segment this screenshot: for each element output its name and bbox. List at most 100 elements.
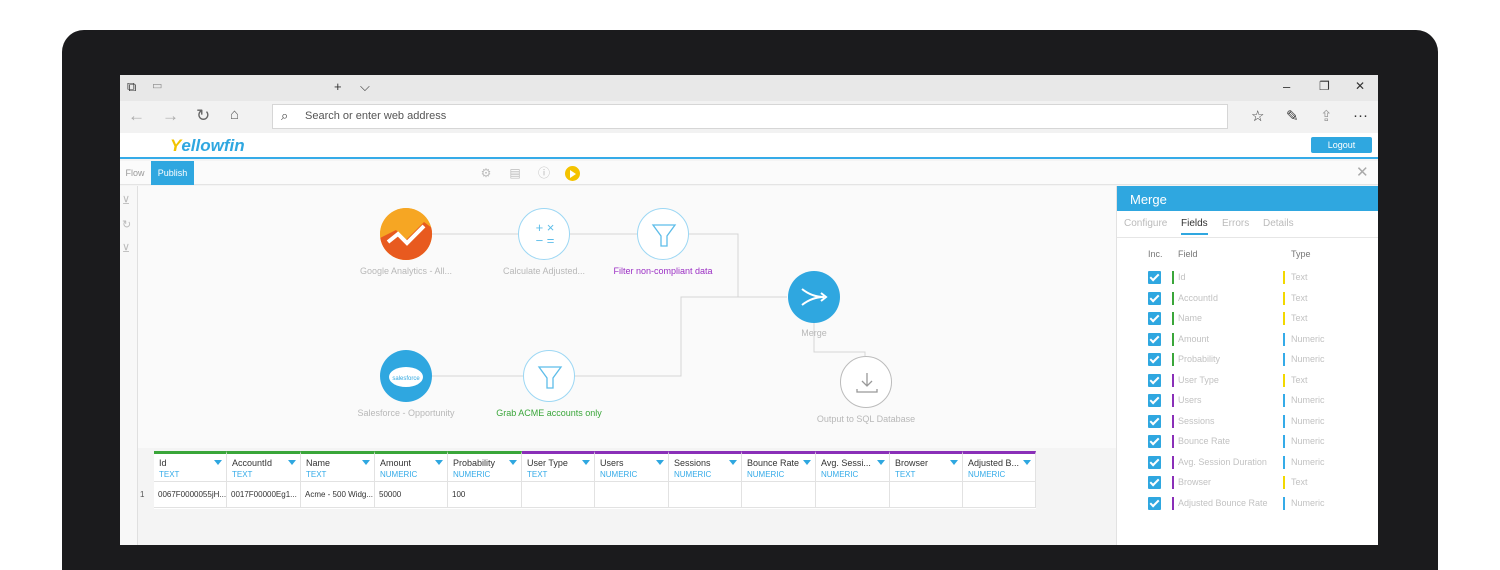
refresh-icon[interactable]: ↻ — [196, 106, 211, 125]
tab-manager-icon[interactable]: ⧉ — [127, 79, 137, 94]
include-checkbox[interactable] — [1148, 373, 1161, 387]
info-icon[interactable]: ⓘ — [537, 166, 550, 180]
grab-filter-node[interactable] — [523, 350, 575, 402]
include-checkbox[interactable] — [1148, 312, 1161, 325]
forward-arrow-icon[interactable]: → — [162, 106, 179, 125]
node-label: Calculate Adjusted... — [502, 266, 586, 276]
column-dropdown-icon[interactable] — [729, 460, 737, 465]
new-tab-button[interactable]: + — [334, 79, 342, 94]
column-header[interactable]: Avg. Sessi...NUMERIC — [816, 451, 890, 482]
column-dropdown-icon[interactable] — [950, 460, 958, 465]
tab-publish[interactable]: Publish — [151, 161, 194, 185]
sync-icon[interactable]: ↻ — [122, 219, 132, 231]
column-dropdown-icon[interactable] — [509, 460, 517, 465]
source-color-bar — [1172, 271, 1174, 284]
tab-configure[interactable]: Configure — [1124, 218, 1168, 229]
connector-line — [813, 323, 866, 356]
include-checkbox[interactable] — [1148, 476, 1161, 489]
column-name: Amount — [380, 458, 412, 468]
include-checkbox[interactable] — [1148, 271, 1161, 284]
column-header[interactable]: Adjusted B...NUMERIC — [963, 451, 1036, 482]
google-analytics-icon — [380, 208, 432, 260]
tab-flow[interactable]: Flow — [125, 168, 145, 178]
source-color-bar — [1172, 373, 1174, 387]
field-type: Numeric — [1291, 497, 1325, 508]
import-icon[interactable]: ⊻ — [122, 195, 131, 207]
tab-errors[interactable]: Errors — [1222, 218, 1250, 229]
include-checkbox[interactable] — [1148, 332, 1161, 346]
include-checkbox[interactable] — [1148, 353, 1161, 366]
tab-details[interactable]: Details — [1263, 218, 1294, 229]
minimize-button[interactable]: – — [1283, 79, 1291, 94]
row-number: 1 — [140, 490, 145, 499]
google-analytics-node[interactable] — [380, 208, 432, 260]
tab-preview-icon[interactable]: ▭ — [152, 80, 163, 92]
table-cell — [669, 482, 742, 508]
column-dropdown-icon[interactable] — [803, 460, 811, 465]
field-type: Numeric — [1291, 456, 1325, 467]
share-icon[interactable]: ⇪ — [1320, 108, 1333, 125]
address-input[interactable]: ⌕ Search or enter web address — [272, 104, 1228, 129]
notes-icon[interactable]: ▤ — [509, 166, 521, 180]
calculate-node[interactable]: + ×− = — [518, 208, 570, 260]
run-play-icon[interactable] — [565, 166, 580, 181]
include-checkbox[interactable] — [1148, 455, 1161, 469]
close-window-button[interactable]: ✕ — [1355, 79, 1366, 93]
field-name: AccountId — [1178, 292, 1219, 303]
back-arrow-icon[interactable]: ← — [128, 106, 145, 125]
table-cell: 0067F0000055jH... — [154, 482, 227, 508]
column-dropdown-icon[interactable] — [435, 460, 443, 465]
favorites-icon[interactable]: ☆ — [1251, 108, 1265, 125]
include-checkbox[interactable] — [1148, 435, 1161, 448]
table-cell — [595, 482, 669, 508]
restore-button[interactable]: ❐ — [1319, 79, 1330, 93]
column-dropdown-icon[interactable] — [362, 460, 370, 465]
type-color-bar — [1283, 496, 1285, 510]
column-type: TEXT — [306, 470, 327, 479]
column-dropdown-icon[interactable] — [214, 460, 222, 465]
include-checkbox[interactable] — [1148, 394, 1161, 407]
column-dropdown-icon[interactable] — [1023, 460, 1031, 465]
flow-canvas[interactable]: Google Analytics - All... + ×− = Calcula… — [138, 186, 1116, 448]
column-name: Id — [159, 458, 167, 468]
tab-list-chevron-icon[interactable]: ⌵ — [360, 79, 370, 94]
salesforce-node[interactable]: salesforce — [380, 350, 432, 402]
merge-node[interactable] — [788, 271, 840, 323]
column-dropdown-icon[interactable] — [582, 460, 590, 465]
node-label: Google Analytics - All... — [359, 266, 453, 276]
flow-connectors — [432, 233, 866, 377]
logout-button[interactable]: Logout — [1311, 137, 1372, 153]
source-color-bar — [1172, 312, 1174, 325]
filter-node[interactable] — [637, 208, 689, 260]
include-checkbox[interactable] — [1148, 414, 1161, 428]
pen-icon[interactable]: ✎ — [1286, 108, 1299, 125]
output-node[interactable] — [840, 356, 892, 408]
column-dropdown-icon[interactable] — [656, 460, 664, 465]
type-color-bar — [1283, 373, 1285, 387]
more-icon[interactable]: ··· — [1353, 107, 1368, 124]
field-type: Text — [1291, 313, 1308, 323]
home-icon[interactable]: ⌂ — [230, 106, 240, 123]
column-type: NUMERIC — [747, 470, 785, 479]
export-icon[interactable]: ⊻ — [122, 243, 131, 255]
settings-gear-icon[interactable]: ⚙ — [480, 166, 492, 180]
field-name: Sessions — [1178, 415, 1215, 426]
column-dropdown-icon[interactable] — [877, 460, 885, 465]
tab-fields[interactable]: Fields — [1181, 218, 1208, 235]
include-checkbox[interactable] — [1148, 496, 1161, 510]
column-dropdown-icon[interactable] — [288, 460, 296, 465]
include-checkbox[interactable] — [1148, 291, 1161, 305]
close-icon[interactable]: ✕ — [1356, 164, 1369, 181]
